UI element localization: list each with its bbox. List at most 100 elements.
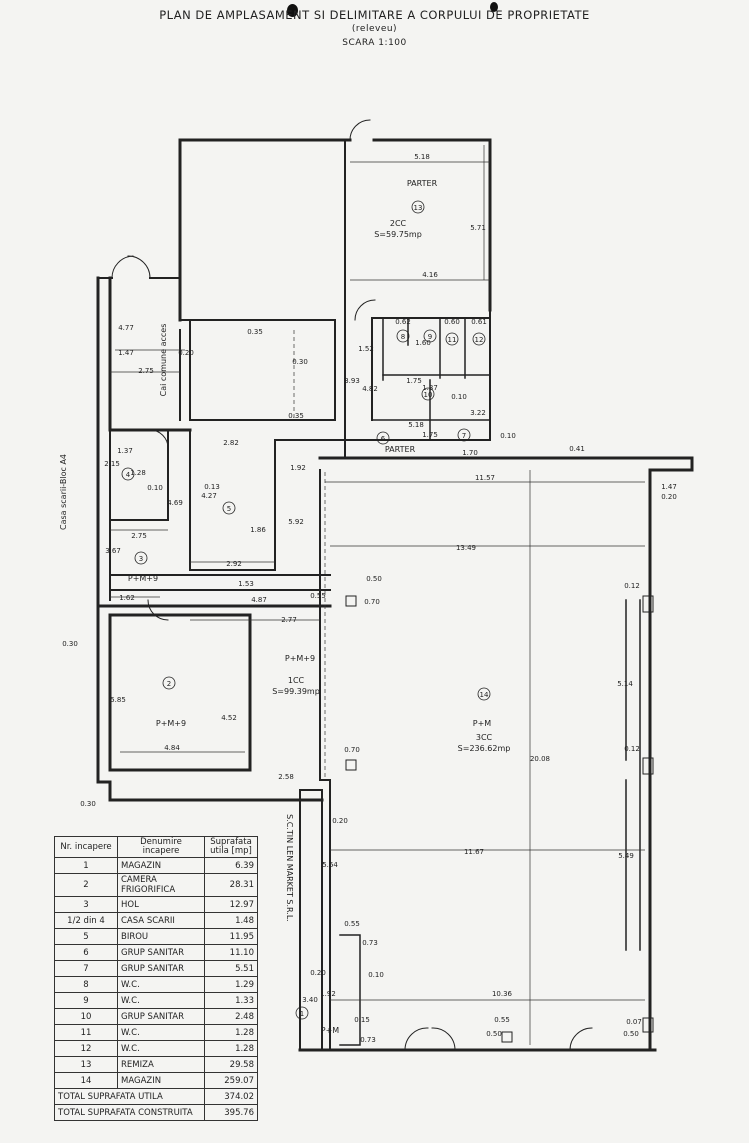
room-number: 7 (462, 432, 466, 440)
room-number: 3 (139, 555, 143, 563)
dimension-label: 0.60 (444, 318, 460, 326)
dimension-label: 1.75 (406, 377, 422, 385)
dimension-label: 0.10 (451, 393, 467, 401)
dimension-label: 0.73 (362, 939, 378, 947)
room-number: 1 (300, 1010, 304, 1018)
total-utila-label: TOTAL SUPRAFATA UTILA (54, 1088, 205, 1105)
table-header-row: Nr. incapere Denumire incapere Suprafata… (54, 836, 258, 858)
dimension-label: 1.60 (415, 339, 431, 347)
room-nr: 13 (54, 1056, 118, 1073)
room-area: 5.51 (204, 960, 258, 977)
room-area: 1.28 (204, 1024, 258, 1041)
casa-scarii-label: Casa scarii-Bloc A4 (59, 454, 68, 530)
dimension-label: 11.57 (475, 474, 495, 482)
dimension-label: 4.27 (201, 492, 217, 500)
dimension-label: 0.20 (332, 817, 348, 825)
room-nr: 1 (54, 857, 118, 874)
room-area: 259.07 (204, 1072, 258, 1089)
dimension-label: 0.12 (624, 745, 640, 753)
room-name: CAMERA FRIGORIFICA (117, 873, 205, 897)
dimension-label: 2.75 (131, 532, 147, 540)
ink-blot (490, 2, 498, 12)
room-area: 1.48 (204, 912, 258, 929)
total-utila-value: 374.02 (204, 1088, 258, 1105)
dimension-label: 0.20 (178, 349, 194, 357)
dimension-label: 10.36 (492, 990, 513, 998)
level-label: P+M+9 (285, 654, 315, 663)
room-nr: 14 (54, 1072, 118, 1089)
plan-scale: SCARA 1:100 (342, 38, 407, 48)
header-denumire: Denumire incapere (117, 836, 205, 858)
room-name: BIROU (117, 928, 205, 945)
dimension-label: 5.92 (288, 518, 304, 526)
dimension-label: 0.50 (366, 575, 382, 583)
dimension-label: 1.28 (130, 469, 146, 477)
dimension-label: 4.84 (164, 744, 180, 752)
dimension-label: 1.47 (118, 349, 134, 357)
room-name: GRUP SANITAR (117, 944, 205, 961)
level-label: P+M (473, 719, 492, 728)
room-nr: 6 (54, 944, 118, 961)
dimension-label: 3.67 (105, 547, 121, 555)
room-name: REMIZA (117, 1056, 205, 1073)
dimension-label: 0.73 (360, 1036, 376, 1044)
dimension-label: 0.35 (288, 412, 304, 420)
room-nr: 8 (54, 976, 118, 993)
room-area: 6.39 (204, 857, 258, 874)
dimension-label: 3.22 (470, 409, 486, 417)
dimension-label: 0.10 (368, 971, 384, 979)
label-parter: PARTER (407, 179, 438, 188)
room-nr: 10 (54, 1008, 118, 1025)
dimension-label: 5.18 (414, 153, 430, 161)
plan-title: PLAN DE AMPLASAMENT SI DELIMITARE A CORP… (159, 8, 590, 22)
room-area: 11.95 (204, 928, 258, 945)
neighbor-label: S.C.TIN LEN MARKET S.R.L. (285, 814, 294, 922)
room-name: CASA SCARII (117, 912, 205, 929)
dimension-label: 5.49 (618, 852, 634, 860)
room-area: 2.48 (204, 1008, 258, 1025)
room1cc-code: 1CC (288, 676, 305, 685)
room-nr: 12 (54, 1040, 118, 1057)
room-area: 28.31 (204, 873, 258, 897)
dimension-label: 0.55 (494, 1016, 510, 1024)
plan-subtitle: (releveu) (351, 24, 398, 34)
room-name: HOL (117, 896, 205, 913)
room-name: W.C. (117, 992, 205, 1009)
dimension-label: 1.37 (422, 384, 438, 392)
room1cc-area: S=99.39mp (272, 687, 320, 696)
dimension-label: 0.07 (626, 1018, 642, 1026)
dimension-label: 2.15 (104, 460, 120, 468)
dimension-label: 0.62 (395, 318, 411, 326)
dimension-label: 1.75 (422, 431, 438, 439)
room-name: MAGAZIN (117, 1072, 205, 1089)
dimension-label: 1.62 (119, 594, 135, 602)
dimension-label: 0.30 (62, 640, 78, 648)
room-number: 6 (381, 435, 386, 443)
room-number: 5 (227, 505, 231, 513)
dimension-label: 1.86 (250, 526, 266, 534)
dimension-label: 3.40 (302, 996, 318, 1004)
cai-comune-label: Cai comune acces (159, 324, 168, 397)
room-area: 12.97 (204, 896, 258, 913)
room-number: 2 (167, 680, 171, 688)
dimension-label: 1.47 (661, 483, 677, 491)
dimension-label: 4.82 (362, 385, 378, 393)
room-number: 12 (475, 336, 484, 344)
dimension-label: 0.41 (569, 445, 585, 453)
label-parter: PARTER (385, 445, 416, 454)
dimension-label: 0.61 (471, 318, 487, 326)
room-name: MAGAZIN (117, 857, 205, 874)
room-name: GRUP SANITAR (117, 1008, 205, 1025)
level-label: P+M+9 (128, 574, 158, 583)
dimension-label: 0.70 (344, 746, 360, 754)
room-area: 1.29 (204, 976, 258, 993)
dimension-label: 2.75 (138, 367, 154, 375)
dimension-label: 20.08 (530, 755, 550, 763)
